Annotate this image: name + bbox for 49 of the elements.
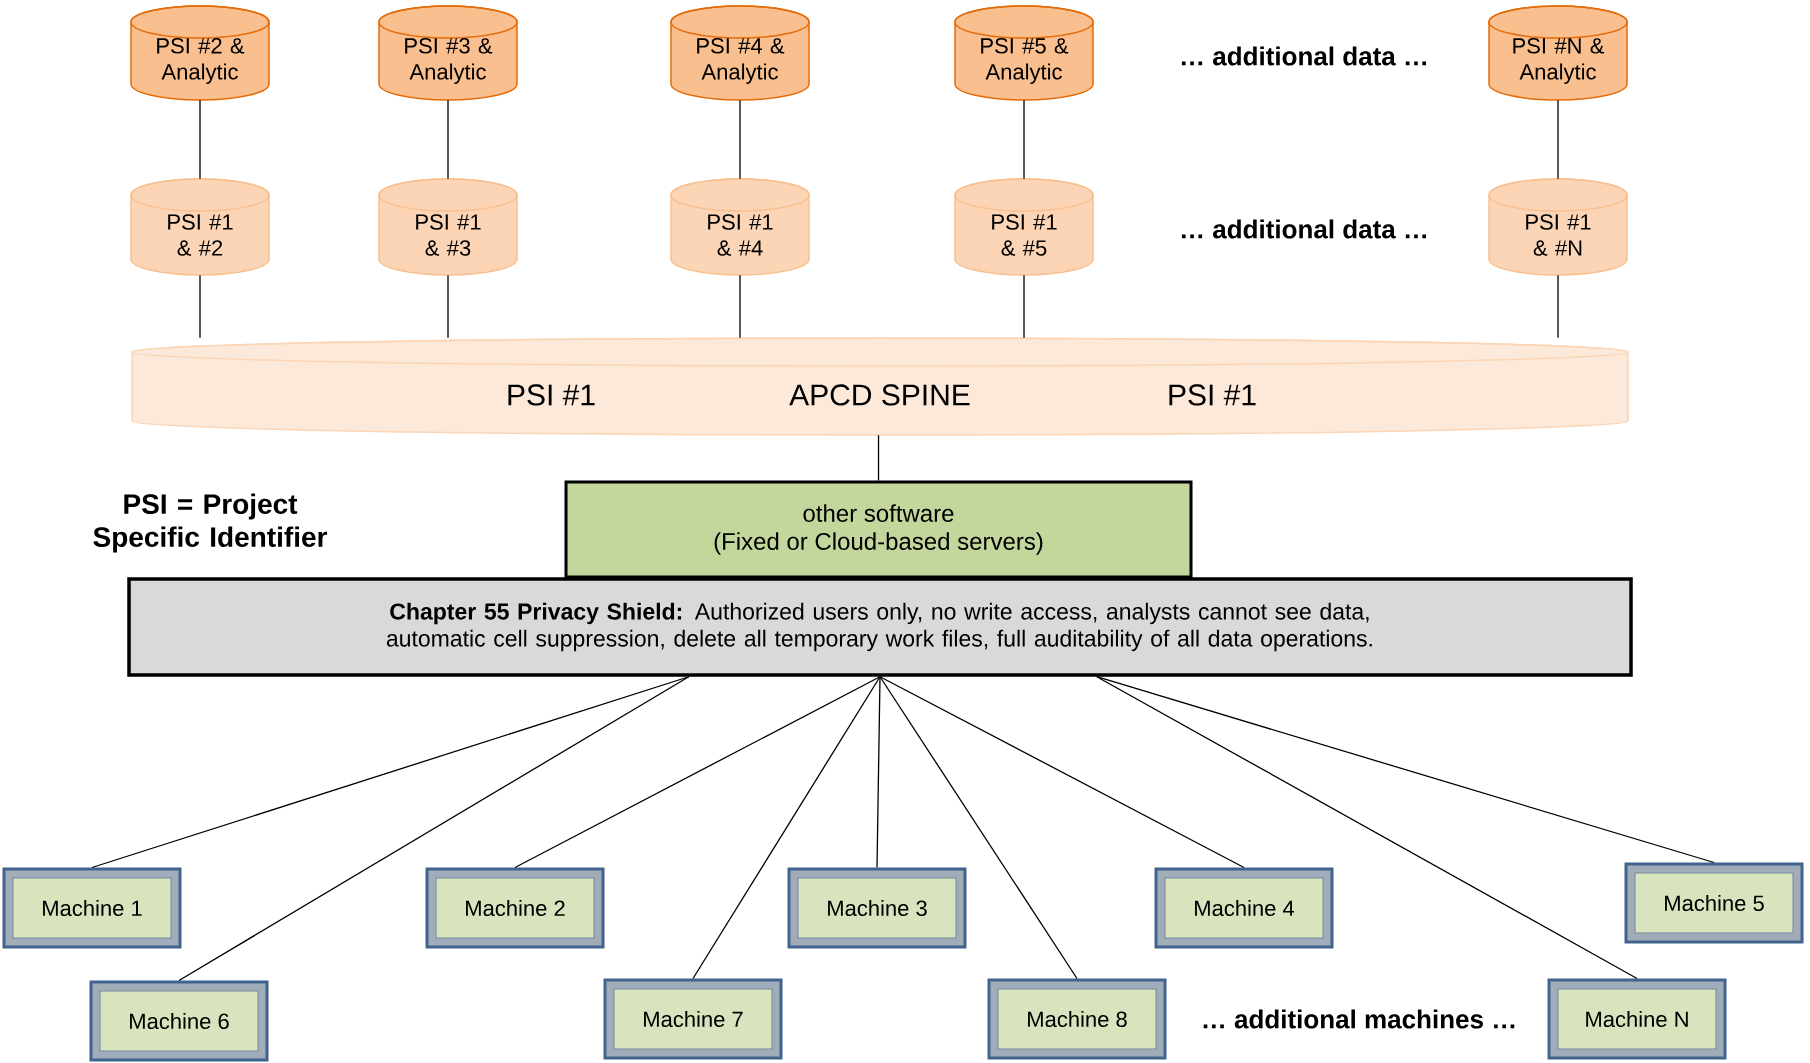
database-cylinder: PSI #3 & Analytic [378,5,518,101]
database-cylinder: PSI #1 & #N [1488,178,1628,276]
connector-line [879,676,1245,869]
machine-box: Machine 7 [603,978,783,1060]
connector-line [447,274,449,339]
spine-cylinder [131,337,1629,436]
connector-line [91,676,690,869]
connector-line [876,676,881,869]
privacy-shield-box: Chapter 55 Privacy Shield: Authorized users only, no write access, analysts cannot see data, automatic cell suppression, delete all temporary work files, full auditability of all data operations. [127,577,1633,677]
machine-box: Machine 4 [1154,867,1334,949]
database-cylinder: PSI #4 & Analytic [670,5,810,101]
connector-line [199,274,201,339]
database-cylinder: PSI #2 & Analytic [130,5,270,101]
dots-label: … additional data … [1181,46,1427,66]
connector-line [739,99,741,180]
machine-box: Machine N [1547,978,1727,1060]
connector-line [692,676,881,980]
machine-box: Machine 3 [787,867,967,949]
connector-line [514,676,881,869]
database-cylinder: PSI #5 & Analytic [954,5,1094,101]
connector-line [877,434,880,482]
dots-label: … additional data … [1181,219,1427,239]
machine-box: Machine 6 [89,980,269,1062]
spine-text: PSI #1 [1169,384,1256,406]
database-cylinder: PSI #1 & #3 [378,178,518,276]
connector-line [739,274,741,339]
connector-line [1096,676,1638,980]
connector-line [1023,99,1025,180]
connector-line [879,676,1078,980]
machine-box: Machine 1 [2,867,182,949]
connector-line [199,99,201,180]
server-box: other software (Fixed or Cloud-based servers) [564,480,1193,579]
dots-label: … additional machines … [1203,1009,1515,1029]
database-cylinder: PSI #N & Analytic [1488,5,1628,101]
database-cylinder: PSI #1 & #5 [954,178,1094,276]
connector-line [1557,274,1559,339]
connector-line [1557,99,1559,180]
connector-line [447,99,449,180]
spine-text: APCD SPINE [789,384,970,406]
database-cylinder: PSI #1 & #4 [670,178,810,276]
connector-line [1023,274,1025,339]
database-cylinder: PSI #1 & #2 [130,178,270,276]
spine-text: PSI #1 [508,384,595,406]
definition-note: PSI = Project Specific Identifier [93,493,328,553]
machine-box: Machine 5 [1624,862,1804,944]
machine-box: Machine 8 [987,978,1167,1060]
connector-line [178,676,690,982]
connector-line [1096,676,1715,864]
machine-box: Machine 2 [425,867,605,949]
